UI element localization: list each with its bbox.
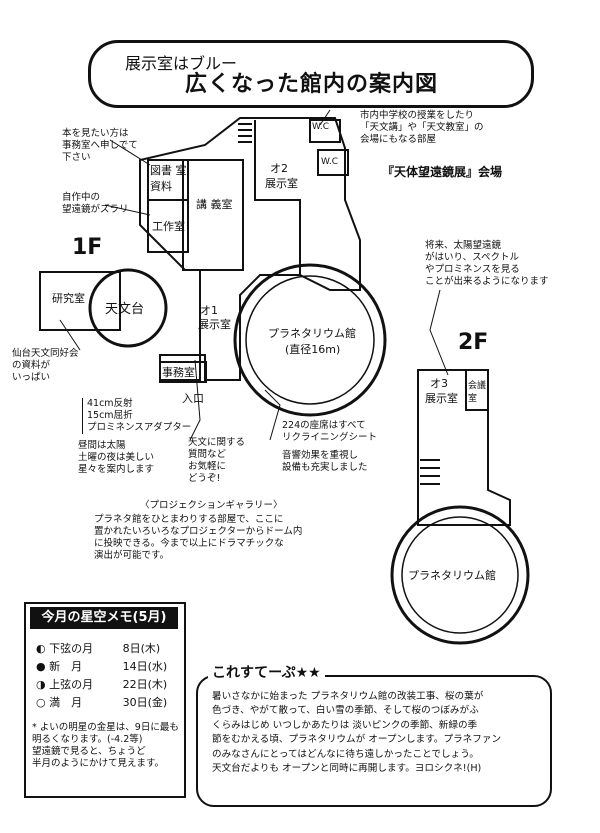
classroom-note: 市内中学校の授業をしたり「天文講」や「天文教室」の会場にもなる部屋 [360,110,484,145]
star-memo-title: 今月の星空メモ(5月) [30,607,178,629]
question-note: 天文に関する質問などお気軽にどうぞ! [188,437,246,484]
planetarium-2f [390,505,530,645]
telescope-exhibit-label: 『天体望遠鏡展』会場 [382,165,503,179]
header-subtitle: 展示室はブルー [125,54,238,73]
floor-label-1f: 1F [72,235,103,260]
room-workshop: 工作室 [152,220,185,233]
header-title: 広くなった館内の案内図 [185,72,439,97]
sound-note: 音響効果を重視し設備も充実しました [282,450,368,473]
room-planetarium-2f: プラネタリウム館 [408,569,496,582]
wc-2 [317,149,349,176]
room-planetarium-1f: プラネタリウム館 [268,327,356,340]
moon-phase-row: ◑ 上弦の月 22日(木) [36,678,168,691]
first-quarter-icon: ◑ [36,678,46,691]
moon-phase-row: ○ 満 月 30日(金) [36,696,168,709]
room-exhibit1: 展示室 [198,318,231,331]
star-memo-box [24,602,186,798]
news-body: 暑いさなかに始まった プラネタリウム館の改装工事、桜の葉が 色づき、やがて散って… [212,691,502,774]
stairs-2f [420,459,440,485]
lecture-room [182,159,244,271]
room-entrance: 入口 [182,392,204,405]
room-exhibit3-number: オ3 [430,377,448,390]
moon-phase-row: ● 新 月 14日(水) [36,660,168,673]
room-research: 研究室 [52,292,85,305]
room-lecture: 講 義室 [196,198,233,211]
room-exhibit1-number: オ1 [200,304,218,317]
floor-label-2f: 2F [458,330,489,355]
office-room [159,361,207,383]
sendai-note: 仙台天文同好会の資料がいっぱい [12,348,79,383]
observatory-dome [88,268,168,348]
room-library: 図書 室 [150,164,187,177]
solar-telescope-note: 将来、太陽望遠鏡がはいり、スペクトルやプロミネンスを見ることが出来るようになりま… [425,240,549,287]
library-note: 本を見たい方は事務室へ申しでて下さい [62,128,138,163]
gallery-text: プラネタ館をひとまわりする部屋で、ここに置かれたいろいろなプロジェクターからドー… [94,514,303,561]
news-title: これすてーぷ★★ [208,662,325,682]
room-wc-2: W.C [321,157,339,167]
planetarium-diameter: (直径16m) [285,343,341,356]
venus-note: * よいの明星の金星は、9日に最も明るくなります。(-4.2等)望遠鏡で見ると、… [32,722,179,769]
full-moon-icon: ○ [36,696,46,709]
room-exhibit3: 展示室 [425,392,458,405]
title-banner [88,40,534,108]
room-exhibit2: 展示室 [265,177,298,190]
new-moon-icon: ● [36,660,46,673]
room-wc-1: W.C [312,122,330,132]
telescope-note: 自作中の望遠鏡がズラリ [62,192,129,215]
room-materials: 資料 [150,180,172,193]
gallery-title: 〈プロジェクションギャラリー〉 [140,500,283,511]
daytime-note: 昼間は太陽土曜の夜は美しい星々を案内します [78,440,155,475]
research-room [39,271,121,331]
last-quarter-icon: ◐ [36,642,46,655]
stairs-1f [238,123,252,143]
room-office: 事務室 [162,366,195,379]
room-exhibit2-number: オ2 [270,162,288,175]
wc-1 [309,119,341,143]
building-1f-outline [139,117,361,381]
seats-note: 224の座席はすべてリクライニングシート [282,420,378,443]
planetarium-1f [233,263,387,417]
news-box [196,675,552,807]
meeting-room [465,369,489,411]
workshop-room [147,199,189,253]
room-observatory: 天文台 [105,302,145,317]
moon-phase-row: ◐ 下弦の月 8日(木) [36,642,161,655]
room-meeting: 会議室 [468,381,487,404]
